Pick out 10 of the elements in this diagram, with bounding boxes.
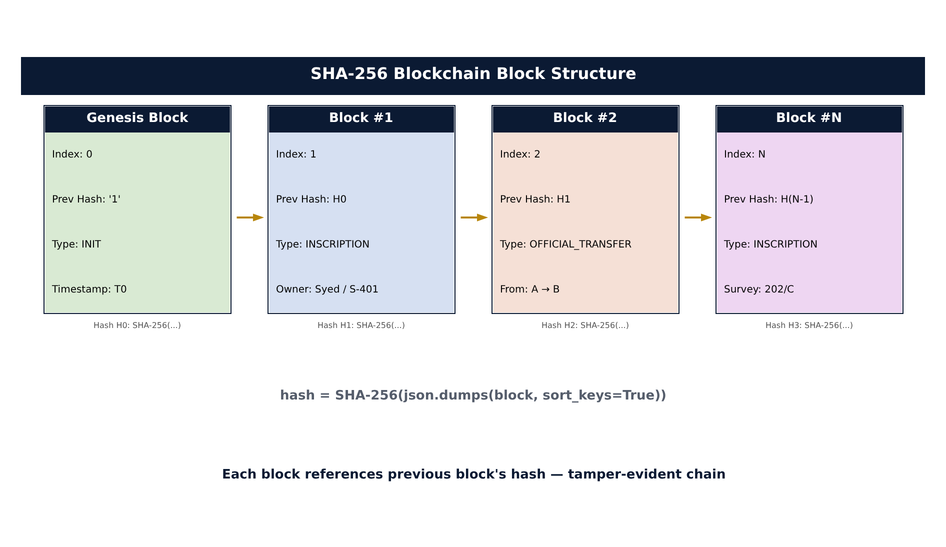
node-label: Hash H3: SHA-256(...) bbox=[766, 320, 853, 330]
node-label: Hash H2: SHA-256(...) bbox=[542, 320, 629, 330]
arrow bbox=[684, 214, 712, 222]
node-label: Hash H0: SHA-256(...) bbox=[94, 320, 181, 330]
label: Each block references previous block's hash — tamper-evident chain bbox=[222, 467, 726, 482]
arrow bbox=[236, 214, 264, 222]
label: hash = SHA-256(json.dumps(block, sort_keys=True)) bbox=[280, 388, 666, 404]
diagram-title: SHA-256 Blockchain Block Structure bbox=[310, 64, 636, 83]
arrow bbox=[460, 214, 488, 222]
node-label: Hash H1: SHA-256(...) bbox=[318, 320, 405, 330]
